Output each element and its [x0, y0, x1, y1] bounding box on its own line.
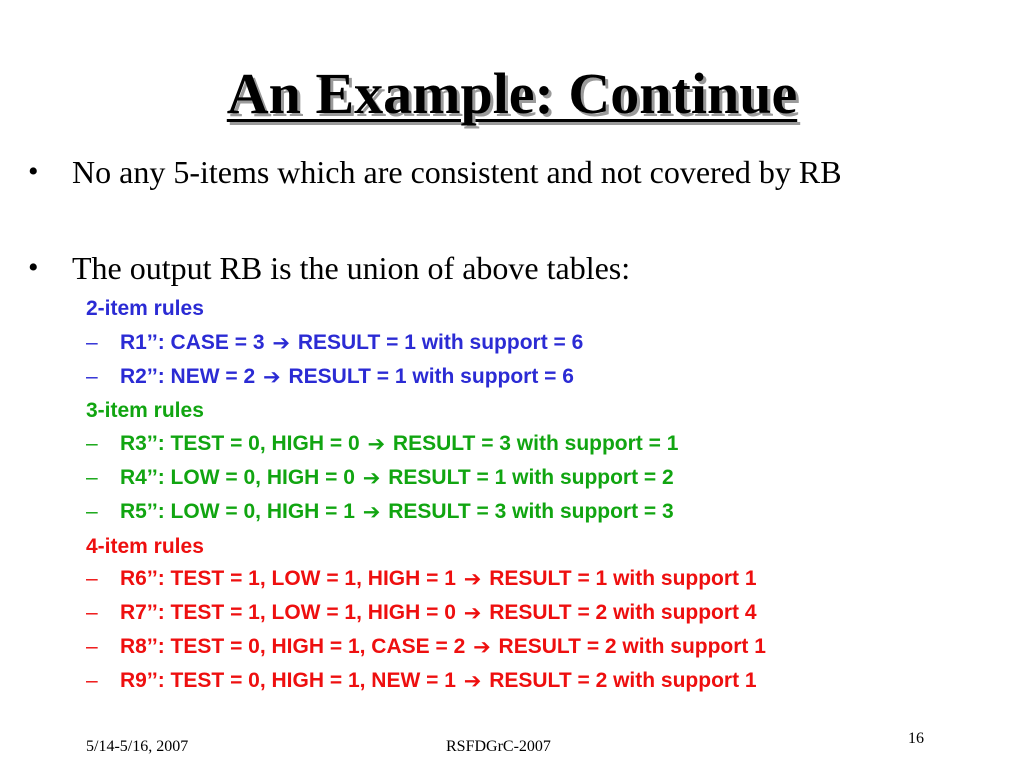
bullet-text: No any 5-items which are consistent and … — [72, 154, 842, 190]
rule-dash: – — [86, 500, 98, 523]
rule-item: – R8’’: TEST = 0, HIGH = 1, CASE = 2 ➔ R… — [86, 634, 766, 660]
rule-dash: – — [86, 601, 98, 624]
rule-item: – R7’’: TEST = 1, LOW = 1, HIGH = 0 ➔ RE… — [86, 600, 757, 626]
rule-item: – R3’’: TEST = 0, HIGH = 0 ➔ RESULT = 3 … — [86, 431, 678, 457]
arrow-icon: ➔ — [463, 601, 482, 625]
arrow-icon: ➔ — [362, 500, 381, 524]
rule-item: – R1’’: CASE = 3 ➔ RESULT = 1 with suppo… — [86, 330, 583, 356]
slide-title: An Example: Continue — [226, 61, 798, 126]
rule-condition: R8’’: TEST = 0, HIGH = 1, CASE = 2 — [120, 635, 466, 658]
rule-dash: – — [86, 567, 98, 590]
rule-dash: – — [86, 669, 98, 692]
rule-condition: R1’’: CASE = 3 — [120, 331, 265, 354]
arrow-icon: ➔ — [367, 432, 386, 456]
rule-condition: R4’’: LOW = 0, HIGH = 0 — [120, 466, 355, 489]
rule-item: – R4’’: LOW = 0, HIGH = 0 ➔ RESULT = 1 w… — [86, 465, 674, 491]
arrow-icon: ➔ — [473, 635, 491, 659]
rule-result: RESULT = 3 with support = 3 — [388, 500, 674, 523]
rule-condition: R7’’: TEST = 1, LOW = 1, HIGH = 0 — [120, 601, 456, 624]
rule-group-header: 3-item rules — [86, 399, 204, 422]
rule-item: – R9’’: TEST = 0, HIGH = 1, NEW = 1 ➔ RE… — [86, 668, 757, 694]
rule-result: RESULT = 2 with support 1 — [489, 669, 757, 692]
rule-result: RESULT = 3 with support = 1 — [392, 432, 679, 455]
rule-dash: – — [86, 331, 98, 354]
bullet-item: • The output RB is the union of above ta… — [28, 250, 988, 286]
rule-result: RESULT = 1 with support = 6 — [288, 365, 574, 388]
rule-dash: – — [86, 432, 98, 455]
rule-condition: R9’’: TEST = 0, HIGH = 1, NEW = 1 — [120, 669, 456, 692]
rule-condition: R2’’: NEW = 2 — [120, 365, 256, 388]
rule-result: RESULT = 2 with support 1 — [498, 635, 766, 658]
rule-condition: R5’’: LOW = 0, HIGH = 1 — [120, 500, 355, 523]
rule-item: – R5’’: LOW = 0, HIGH = 1 ➔ RESULT = 3 w… — [86, 499, 674, 525]
rule-result: RESULT = 1 with support 1 — [489, 567, 757, 590]
rule-dash: – — [86, 466, 98, 489]
rule-item: – R6’’: TEST = 1, LOW = 1, HIGH = 1 ➔ RE… — [86, 566, 757, 592]
rule-condition: R3’’: TEST = 0, HIGH = 0 — [120, 432, 360, 455]
rule-dash: – — [86, 635, 98, 658]
rule-condition: R6’’: TEST = 1, LOW = 1, HIGH = 1 — [120, 567, 456, 590]
arrow-icon: ➔ — [362, 466, 381, 490]
rule-result: RESULT = 1 with support = 6 — [297, 331, 584, 354]
rule-group-header: 2-item rules — [86, 297, 204, 320]
rule-result: RESULT = 1 with support = 2 — [388, 466, 674, 489]
bullet-marker: • — [28, 155, 39, 188]
rule-result: RESULT = 2 with support 4 — [489, 601, 757, 624]
arrow-icon: ➔ — [263, 365, 281, 389]
rule-dash: – — [86, 365, 98, 388]
arrow-icon: ➔ — [272, 331, 290, 355]
rule-item: – R2’’: NEW = 2 ➔ RESULT = 1 with suppor… — [86, 364, 574, 390]
footer-date: 5/14-5/16, 2007 — [86, 738, 189, 755]
page-number: 16 — [908, 730, 924, 747]
bullet-marker: • — [28, 251, 39, 284]
bullet-item: • No any 5-items which are consistent an… — [28, 154, 988, 190]
footer-conference: RSFDGrC-2007 — [446, 738, 551, 755]
bullet-text: The output RB is the union of above tabl… — [72, 250, 631, 286]
arrow-icon: ➔ — [463, 669, 482, 693]
arrow-icon: ➔ — [463, 567, 482, 591]
rule-group-header: 4-item rules — [86, 535, 204, 558]
